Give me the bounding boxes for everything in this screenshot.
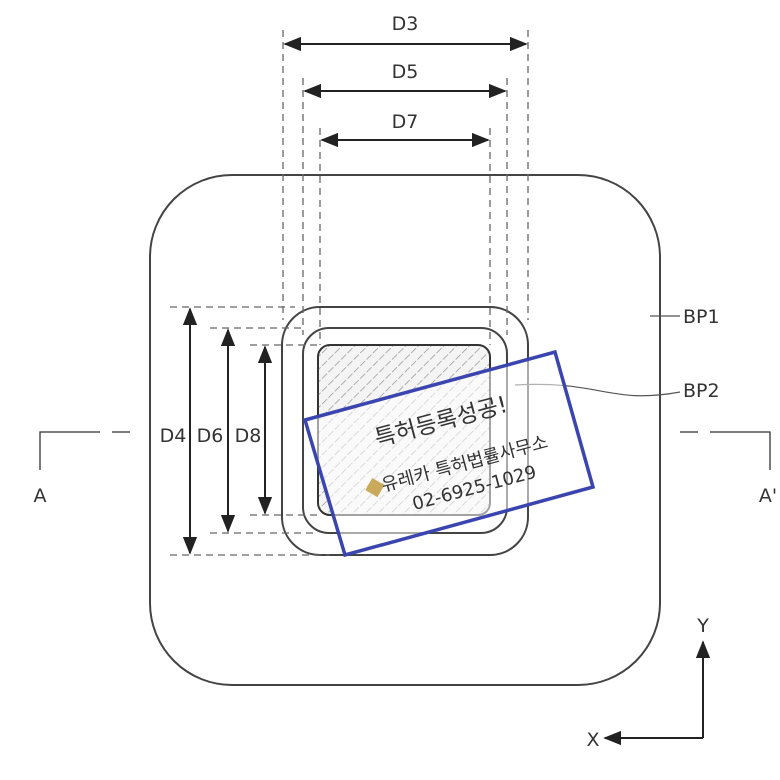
label-d6: D6 [197,425,224,447]
label-section-a: A [34,485,47,507]
label-d3: D3 [392,13,419,35]
label-bp2: BP2 [683,380,720,402]
label-d4: D4 [160,425,187,447]
label-d8: D8 [235,425,262,447]
label-section-a-prime: A' [759,485,777,507]
label-axis-x: X [586,729,599,751]
label-d7: D7 [392,111,419,133]
label-axis-y: Y [696,615,709,637]
label-d5: D5 [392,61,419,83]
label-bp1: BP1 [683,306,720,328]
